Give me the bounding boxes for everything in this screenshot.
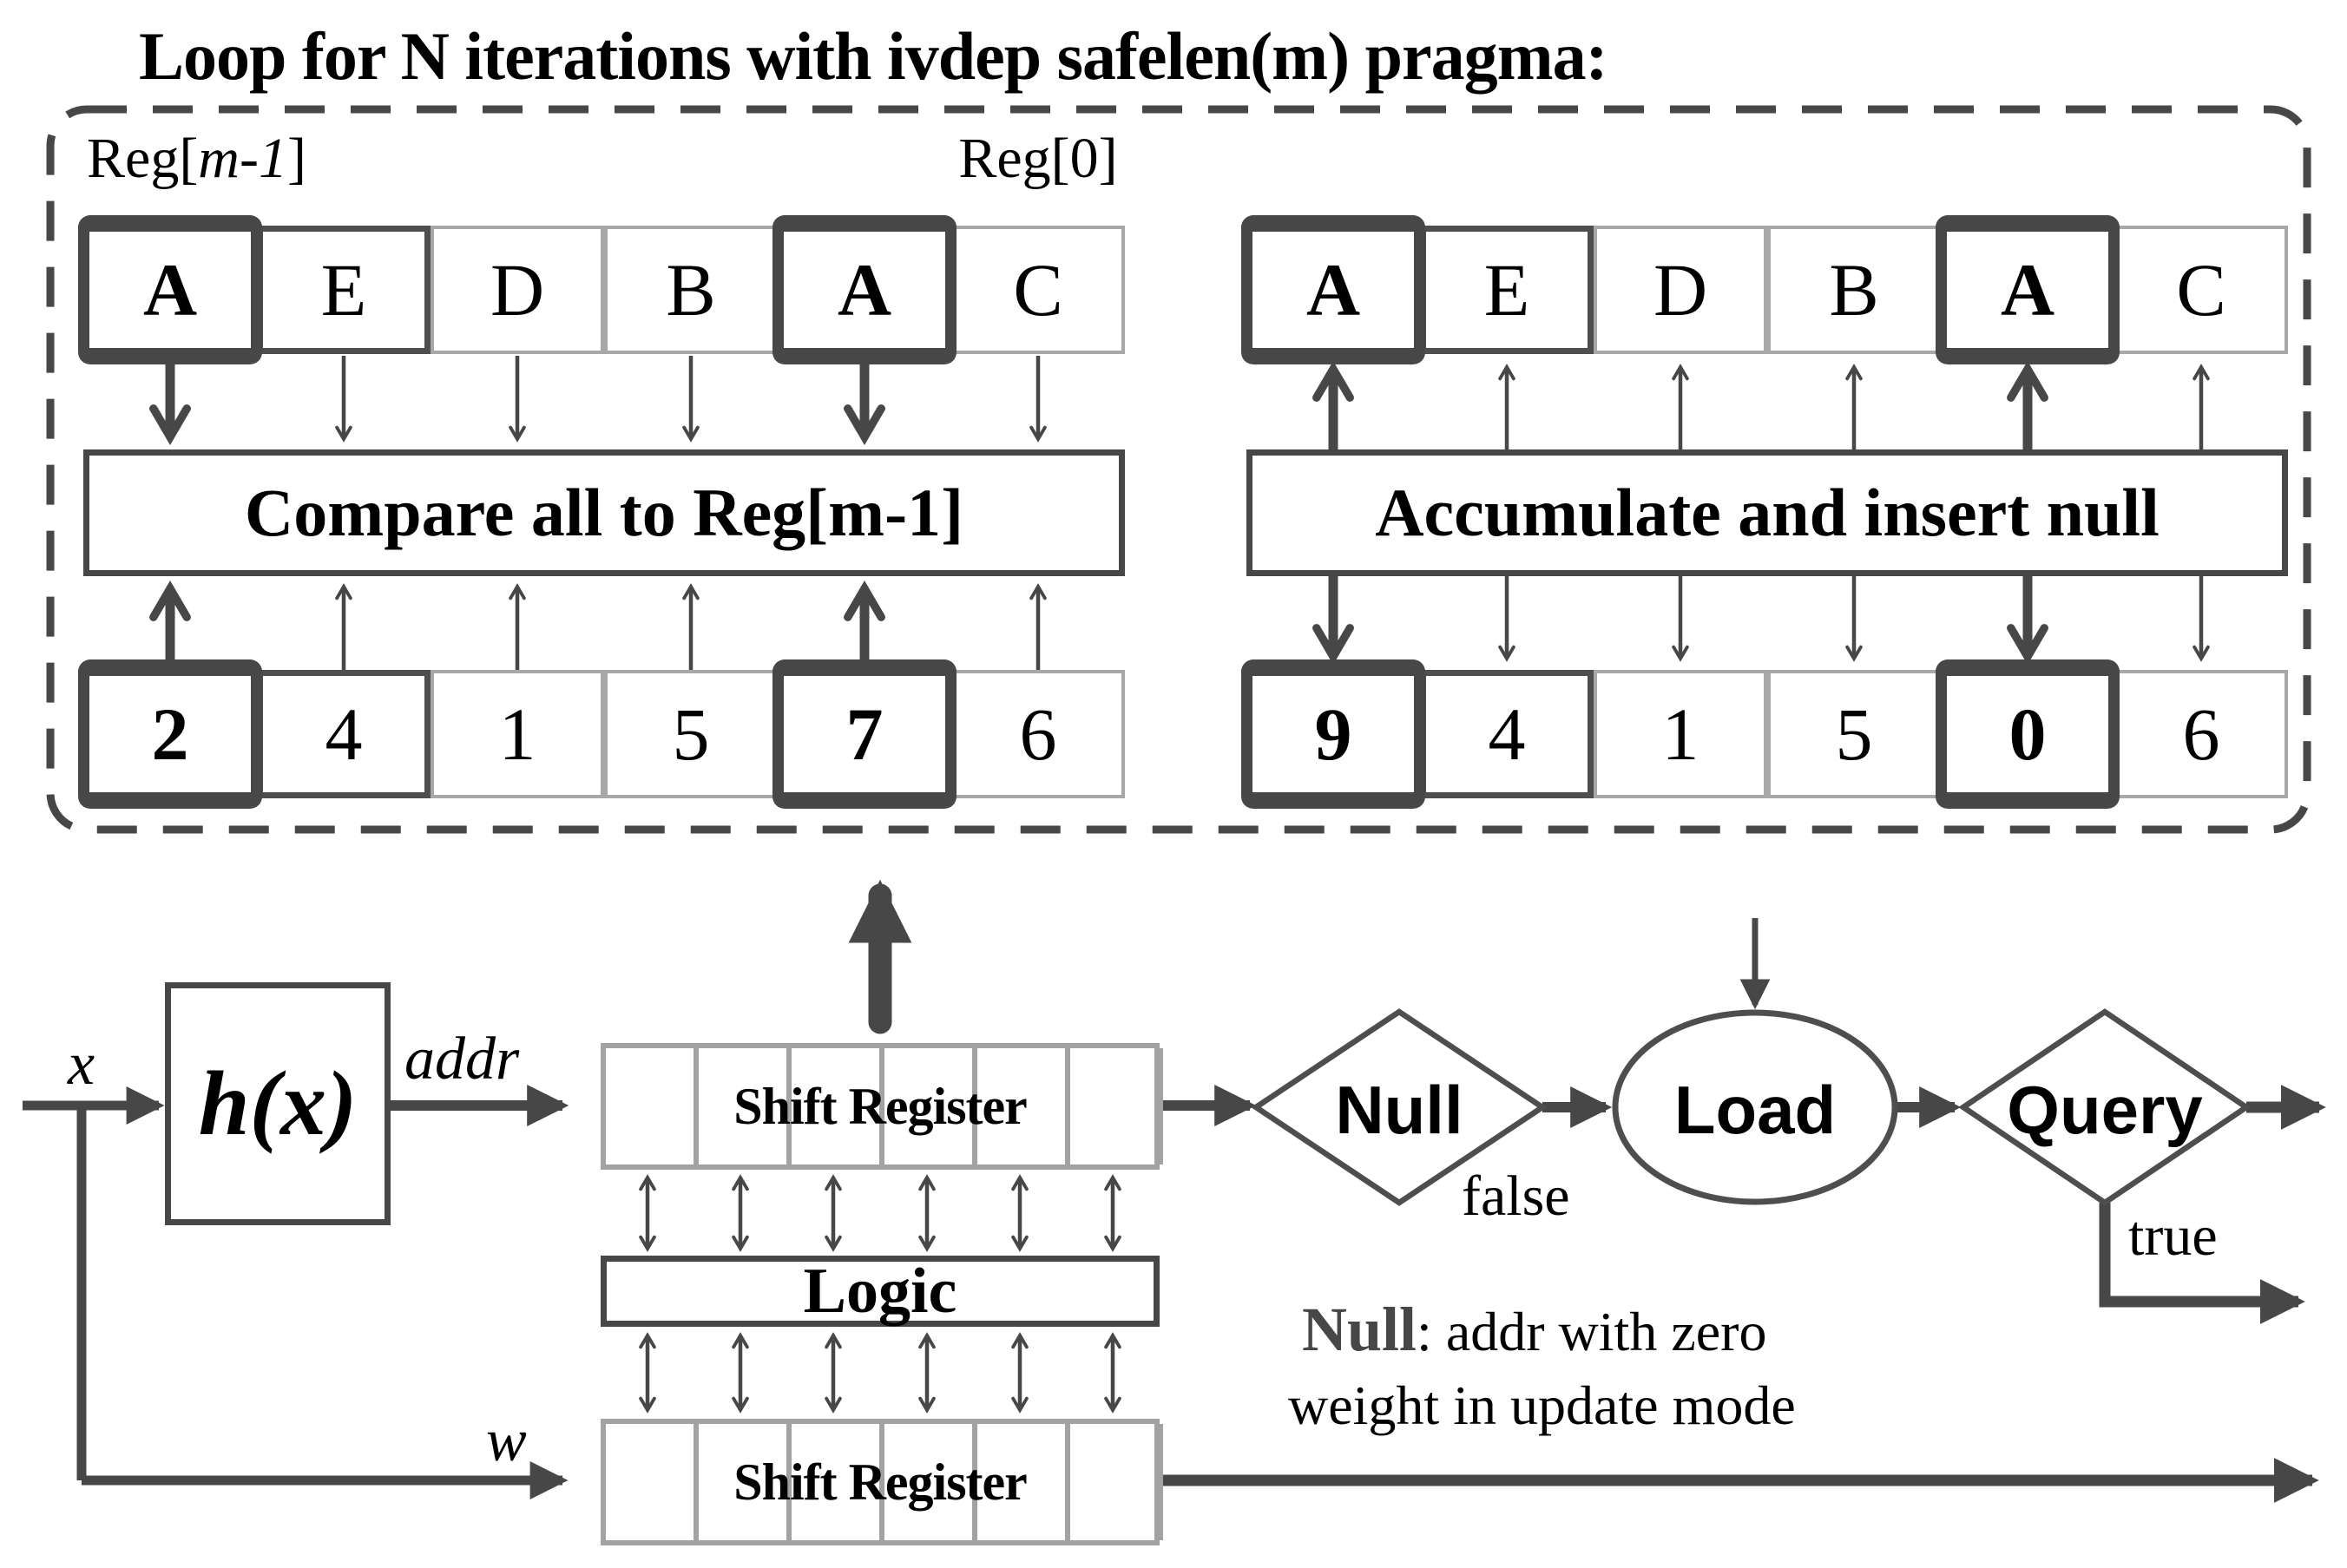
register-cell: E [257, 226, 431, 354]
register-cell: 2 [78, 659, 262, 809]
shift-register-cell [977, 1424, 1070, 1540]
accumulate-output-arrows-bottom [1312, 571, 2210, 666]
register-cell: A [1241, 215, 1425, 364]
query-diamond-label: Query [2007, 1072, 2203, 1148]
shift-register-cell [606, 1424, 699, 1540]
logic-box: Logic [601, 1256, 1160, 1327]
compare-input-arrows-top [149, 351, 1047, 446]
reg-m-1-label: Reg[m-1] [87, 127, 306, 190]
right-top-register-row: A E D B A C [1241, 215, 2288, 364]
loop-region-border [46, 105, 2311, 834]
shift-register-top: Shift Register [601, 1043, 1163, 1170]
null-definition-note-line1: Null: addr with zero [1302, 1295, 1767, 1364]
query-diamond [1958, 1008, 2252, 1206]
sr-logic-bidir-arrows [639, 1174, 1121, 1252]
register-cell: C [2114, 226, 2288, 354]
shift-register-cell [792, 1424, 884, 1540]
null-diamond-label: Null [1335, 1072, 1463, 1148]
compare-input-arrows-bottom [149, 580, 1047, 675]
shift-register-cell [884, 1048, 977, 1165]
register-cell: 5 [604, 670, 778, 798]
diagram-title: Loop for N iterations with ivdep safelen… [139, 18, 1608, 94]
register-cell: 1 [431, 670, 604, 798]
left-top-register-row: A E D B A C [78, 215, 1125, 364]
null-term: Null [1302, 1295, 1417, 1364]
query-true-arrow [2099, 1203, 2305, 1324]
register-cell: 4 [257, 670, 431, 798]
reg-0-label: Reg[0] [958, 127, 1118, 190]
compare-box: Compare all to Reg[m-1] [83, 449, 1125, 576]
register-cell: 6 [951, 670, 1125, 798]
shift-register-top-label: Shift Register [733, 1077, 1028, 1135]
shift-register-cell [606, 1048, 699, 1165]
register-cell: E [1420, 226, 1594, 354]
register-cell: A [78, 215, 262, 364]
register-cell: B [1767, 226, 1941, 354]
register-cell: 6 [2114, 670, 2288, 798]
shift-register-cell [884, 1424, 977, 1540]
hash-function-box: h(x) [165, 982, 391, 1225]
register-cell: A [772, 215, 957, 364]
shift-register-cell [699, 1048, 792, 1165]
true-branch-label: true [2128, 1204, 2218, 1268]
shift-register-cell [792, 1048, 884, 1165]
left-bottom-register-row: 2 4 1 5 7 6 [78, 659, 1125, 809]
register-cell: B [604, 226, 778, 354]
false-branch-label: false [1462, 1165, 1570, 1228]
register-cell: 4 [1420, 670, 1594, 798]
load-ellipse [1612, 1009, 1898, 1205]
register-cell: A [1936, 215, 2120, 364]
register-cell: 1 [1594, 670, 1767, 798]
x-input-label: x [68, 1031, 95, 1098]
register-cell: 7 [772, 659, 957, 809]
null-diamond [1251, 1008, 1548, 1206]
shift-register-bottom: Shift Register [601, 1419, 1163, 1545]
register-cell: 0 [1936, 659, 2120, 809]
logic-sr-bidir-arrows [639, 1332, 1121, 1414]
shift-register-cell [977, 1048, 1070, 1165]
right-bottom-register-row: 9 4 1 5 0 6 [1241, 659, 2288, 809]
shift-register-cell [1070, 1424, 1163, 1540]
accumulate-output-arrows-top [1312, 360, 2210, 455]
shift-register-bottom-label: Shift Register [733, 1453, 1028, 1511]
w-input-label: w [486, 1407, 527, 1474]
register-cell: 5 [1767, 670, 1941, 798]
addr-label: addr [404, 1026, 520, 1092]
load-ellipse-label: Load [1673, 1072, 1837, 1148]
register-cell: C [951, 226, 1125, 354]
accumulate-box: Accumulate and insert null [1246, 449, 2288, 576]
register-cell: D [431, 226, 604, 354]
null-definition-note-line2: weight in update mode [1288, 1374, 1796, 1436]
register-cell: 9 [1241, 659, 1425, 809]
shift-register-cell [699, 1424, 792, 1540]
register-cell: D [1594, 226, 1767, 354]
shift-register-cell [1070, 1048, 1163, 1165]
